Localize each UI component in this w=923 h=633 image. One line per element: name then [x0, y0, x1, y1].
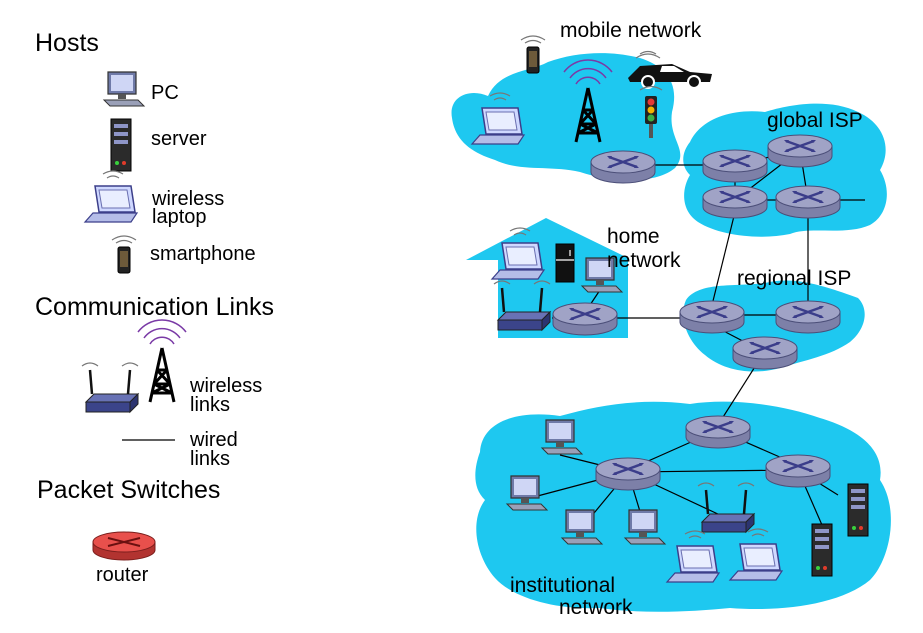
home-router [551, 301, 619, 337]
institutional-router [594, 456, 662, 492]
server-label: server [151, 128, 207, 150]
regional-isp-label: regional ISP [737, 267, 852, 290]
router-label: router [96, 564, 149, 586]
regional-isp-router [774, 299, 842, 335]
institutional-network-label-line2: network [559, 596, 633, 619]
global-isp-label: global ISP [767, 109, 863, 132]
hosts-heading: Hosts [35, 29, 99, 57]
pc-label: PC [151, 82, 179, 104]
home-network-label-line2: network [607, 249, 681, 272]
global-isp-router [774, 184, 842, 220]
wireless-links-label-line1: wireless [190, 375, 263, 397]
home-network-label-line1: home [607, 225, 660, 248]
regional-isp-router [678, 299, 746, 335]
institutional-router [684, 414, 752, 450]
global-isp-router [701, 148, 769, 184]
wireless-links-label-line2: links [190, 394, 231, 416]
packet-switches-heading: Packet Switches [37, 476, 221, 504]
communication-links-heading: Communication Links [35, 293, 274, 321]
laptop-icon [84, 170, 138, 223]
wireless-laptop-label-line1: wireless [152, 188, 225, 210]
car-icon [628, 50, 712, 89]
server-icon [110, 118, 132, 172]
regional-isp-router [731, 335, 799, 371]
wired-links-label-line1: wired [190, 429, 238, 451]
mobile-router [589, 149, 657, 185]
router-icon [92, 531, 156, 561]
wireless-laptop-label-line2: laptop [152, 206, 207, 228]
mobile-network-cloud [451, 53, 681, 181]
refrigerator-icon [555, 243, 575, 283]
smartphone-label: smartphone [150, 243, 256, 265]
cell-tower-icon [136, 318, 188, 404]
smartphone-icon [111, 235, 137, 274]
institutional-router [764, 453, 832, 489]
global-isp-router [701, 184, 769, 220]
global-isp-router [766, 133, 834, 169]
wired-links-label-line2: links [190, 448, 231, 470]
mobile-network-label: mobile network [560, 19, 702, 42]
wireless-access-point-icon [80, 361, 140, 414]
traffic-light-icon [639, 85, 663, 138]
server-icon [811, 523, 833, 577]
institutional-network-label-line1: institutional [510, 574, 616, 597]
pc-icon [103, 71, 145, 107]
server-icon [847, 483, 869, 537]
